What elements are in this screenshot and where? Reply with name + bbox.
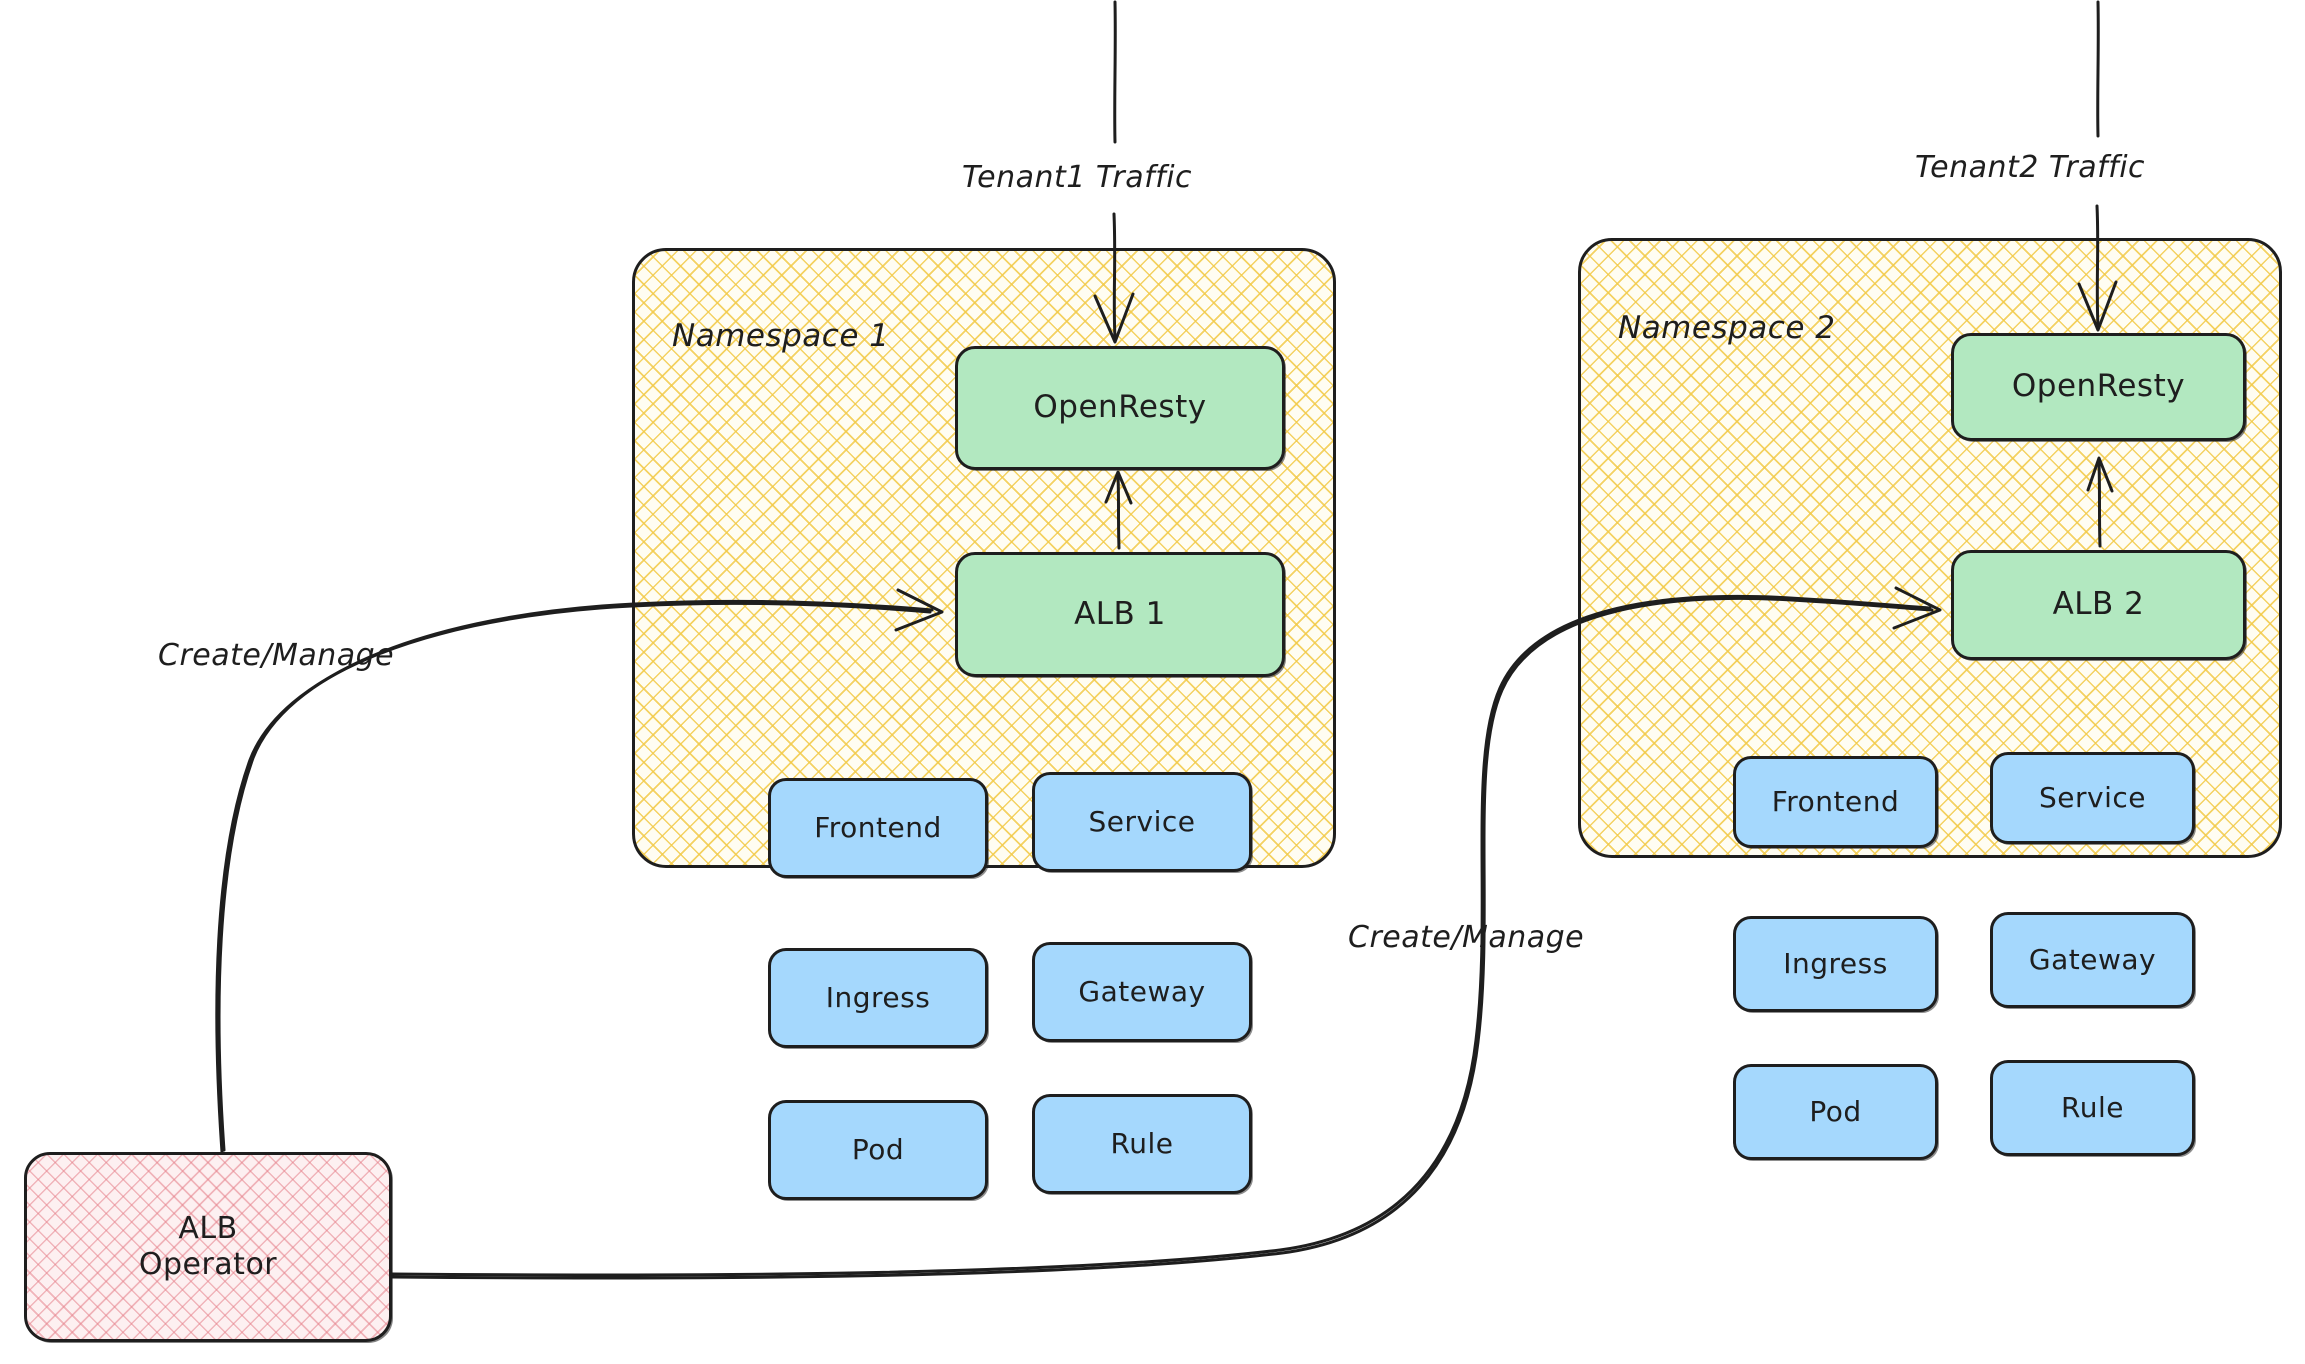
ns1-openresty-node[interactable]: OpenResty	[955, 346, 1285, 470]
tenant1-traffic-label: Tenant1 Traffic	[962, 160, 1193, 195]
ns2-resource-frontend[interactable]: Frontend	[1733, 756, 1938, 848]
ns2-resource-pod[interactable]: Pod	[1733, 1064, 1938, 1160]
ns2-resource-service[interactable]: Service	[1990, 752, 2195, 844]
tenant2-traffic-label: Tenant2 Traffic	[1915, 150, 2146, 185]
alb-operator-line-2: Operator	[138, 1247, 278, 1282]
ns1-resource-frontend[interactable]: Frontend	[768, 778, 988, 878]
create-manage-label-2: Create/Manage	[1348, 920, 1585, 955]
ns1-alb-node[interactable]: ALB 1	[955, 552, 1285, 677]
alb-operator-node[interactable]: ALB Operator	[24, 1152, 392, 1342]
ns1-resource-service[interactable]: Service	[1032, 772, 1252, 872]
create-manage-label-1: Create/Manage	[158, 638, 395, 673]
ns1-resource-pod[interactable]: Pod	[768, 1100, 988, 1200]
namespace-1-label: Namespace 1	[672, 318, 890, 354]
ns2-alb-node[interactable]: ALB 2	[1951, 550, 2246, 660]
namespace-2-label: Namespace 2	[1618, 310, 1836, 346]
ns1-resource-ingress[interactable]: Ingress	[768, 948, 988, 1048]
ns1-resource-gateway[interactable]: Gateway	[1032, 942, 1252, 1042]
ns2-openresty-node[interactable]: OpenResty	[1951, 333, 2246, 441]
ns1-resource-rule[interactable]: Rule	[1032, 1094, 1252, 1194]
alb-operator-line-1: ALB	[178, 1211, 238, 1246]
ns2-resource-ingress[interactable]: Ingress	[1733, 916, 1938, 1012]
ns2-resource-rule[interactable]: Rule	[1990, 1060, 2195, 1156]
ns2-resource-gateway[interactable]: Gateway	[1990, 912, 2195, 1008]
